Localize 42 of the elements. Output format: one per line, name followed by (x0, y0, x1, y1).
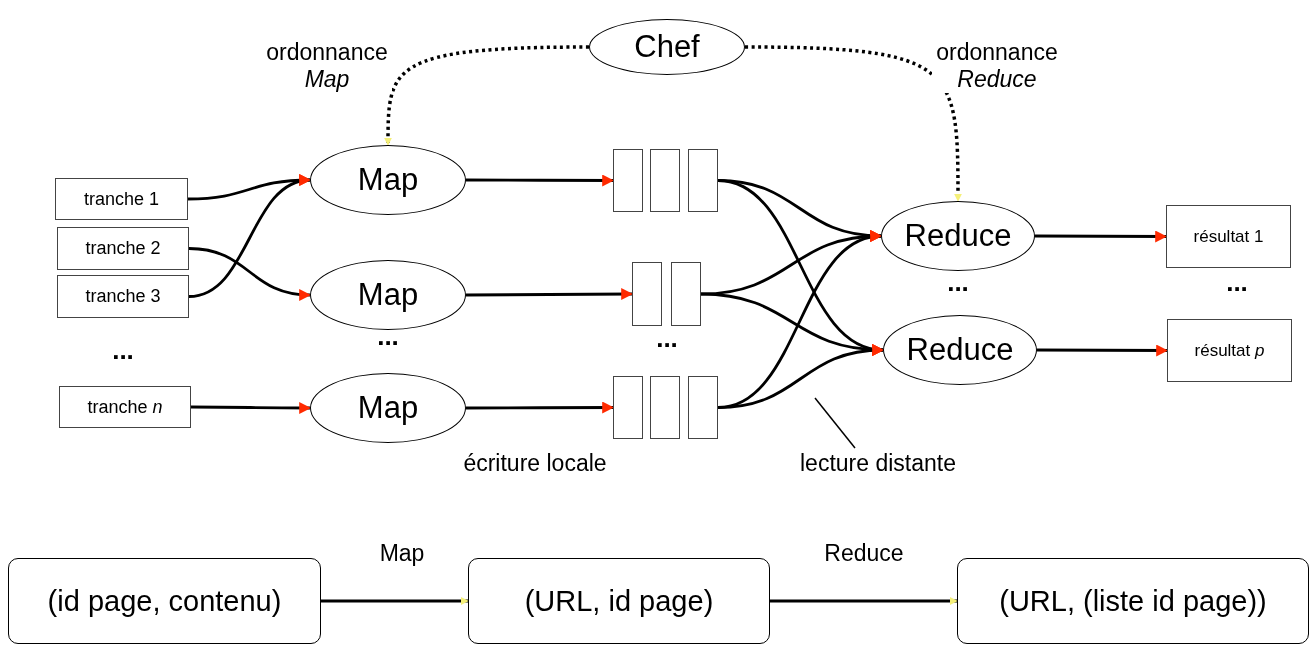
buffer-box (613, 149, 643, 212)
arrow (321, 597, 469, 605)
ellipse-node: Map (310, 145, 466, 215)
arrow (188, 247, 312, 301)
dotted-arrow (745, 45, 962, 202)
arrow (466, 401, 615, 414)
process-box: tranche n (59, 386, 191, 428)
ellipsis: ... (1226, 266, 1248, 298)
rounded-box: (id page, contenu) (8, 558, 321, 644)
process-box: tranche 2 (57, 227, 189, 270)
dotted-arrow (384, 45, 589, 146)
ellipsis: ... (656, 322, 678, 354)
arrow (191, 402, 312, 414)
ellipse-node: Reduce (883, 315, 1037, 385)
buffer-box (688, 376, 718, 439)
result-box: résultat p (1167, 319, 1292, 382)
arrow (1037, 344, 1169, 357)
process-box: tranche 3 (57, 275, 189, 318)
arrow (1035, 230, 1168, 243)
rounded-box: (URL, id page) (468, 558, 770, 644)
ellipse-node: Reduce (881, 201, 1035, 271)
ellipsis: ... (112, 334, 134, 366)
buffer-box (613, 376, 643, 439)
buffer-box (632, 262, 662, 326)
leader-line (814, 397, 856, 449)
process-box: tranche 1 (55, 178, 188, 220)
arrow (188, 175, 312, 298)
buffer-box (650, 376, 680, 439)
arrow (466, 288, 634, 300)
arrow (770, 597, 958, 605)
rounded-box: (URL, (liste id page)) (957, 558, 1309, 644)
buffer-box (650, 149, 680, 212)
arrow (717, 344, 885, 409)
text-label: lecture distante (800, 449, 956, 477)
text-label: écriture locale (463, 449, 607, 477)
ellipse-node: Map (310, 260, 466, 330)
ellipse-node: Chef (589, 19, 745, 75)
buffer-box (688, 149, 718, 212)
result-box: résultat 1 (1166, 205, 1291, 268)
arrow (466, 174, 615, 187)
ellipse-node: Map (310, 373, 466, 443)
buffer-box (671, 262, 701, 326)
